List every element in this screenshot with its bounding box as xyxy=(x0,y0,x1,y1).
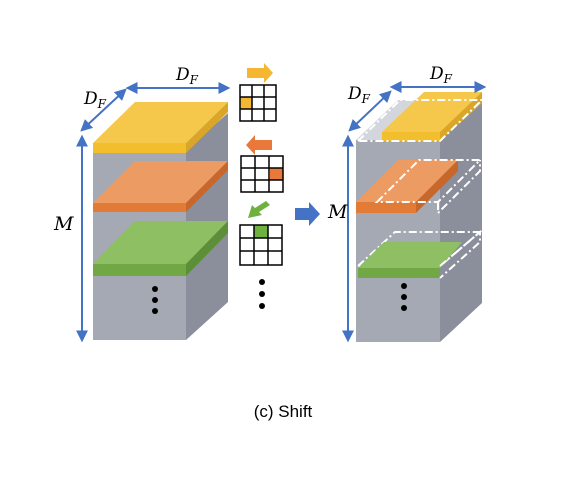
left-depth-label: DF xyxy=(83,89,107,111)
shift-kernels xyxy=(239,63,320,309)
right-cube-side xyxy=(440,100,482,342)
left-green-slice xyxy=(93,221,228,276)
shift-arrow-right-icon xyxy=(247,63,273,83)
shift-arrow-left-icon xyxy=(246,135,272,155)
left-orange-slice xyxy=(93,161,228,212)
figure-caption: (c) Shift xyxy=(254,402,313,421)
right-depth-arrow xyxy=(348,90,392,132)
shift-arrow-down-left-icon xyxy=(248,201,270,218)
right-green-slice xyxy=(355,229,483,279)
transform-arrow-icon xyxy=(295,202,320,226)
right-width-label: DF xyxy=(429,64,453,86)
kernel-grid-3 xyxy=(239,224,283,266)
right-height-label: M xyxy=(327,201,348,223)
left-depth-arrow xyxy=(80,88,127,132)
kernel-ellipsis-dots xyxy=(259,279,265,309)
right-depth-label: DF xyxy=(347,84,371,106)
left-width-label: DF xyxy=(175,65,199,87)
kernel-grid-1 xyxy=(239,84,277,122)
right-tensor: DF DF M xyxy=(327,64,487,343)
kernel-grid-2 xyxy=(240,155,284,193)
right-yellow-slice xyxy=(355,92,485,142)
left-ellipsis-dots xyxy=(152,286,158,314)
left-height-label: M xyxy=(53,213,74,235)
left-tensor: DF DF M xyxy=(53,65,231,343)
right-orange-slice xyxy=(356,159,483,216)
right-ellipsis-dots xyxy=(401,283,407,311)
